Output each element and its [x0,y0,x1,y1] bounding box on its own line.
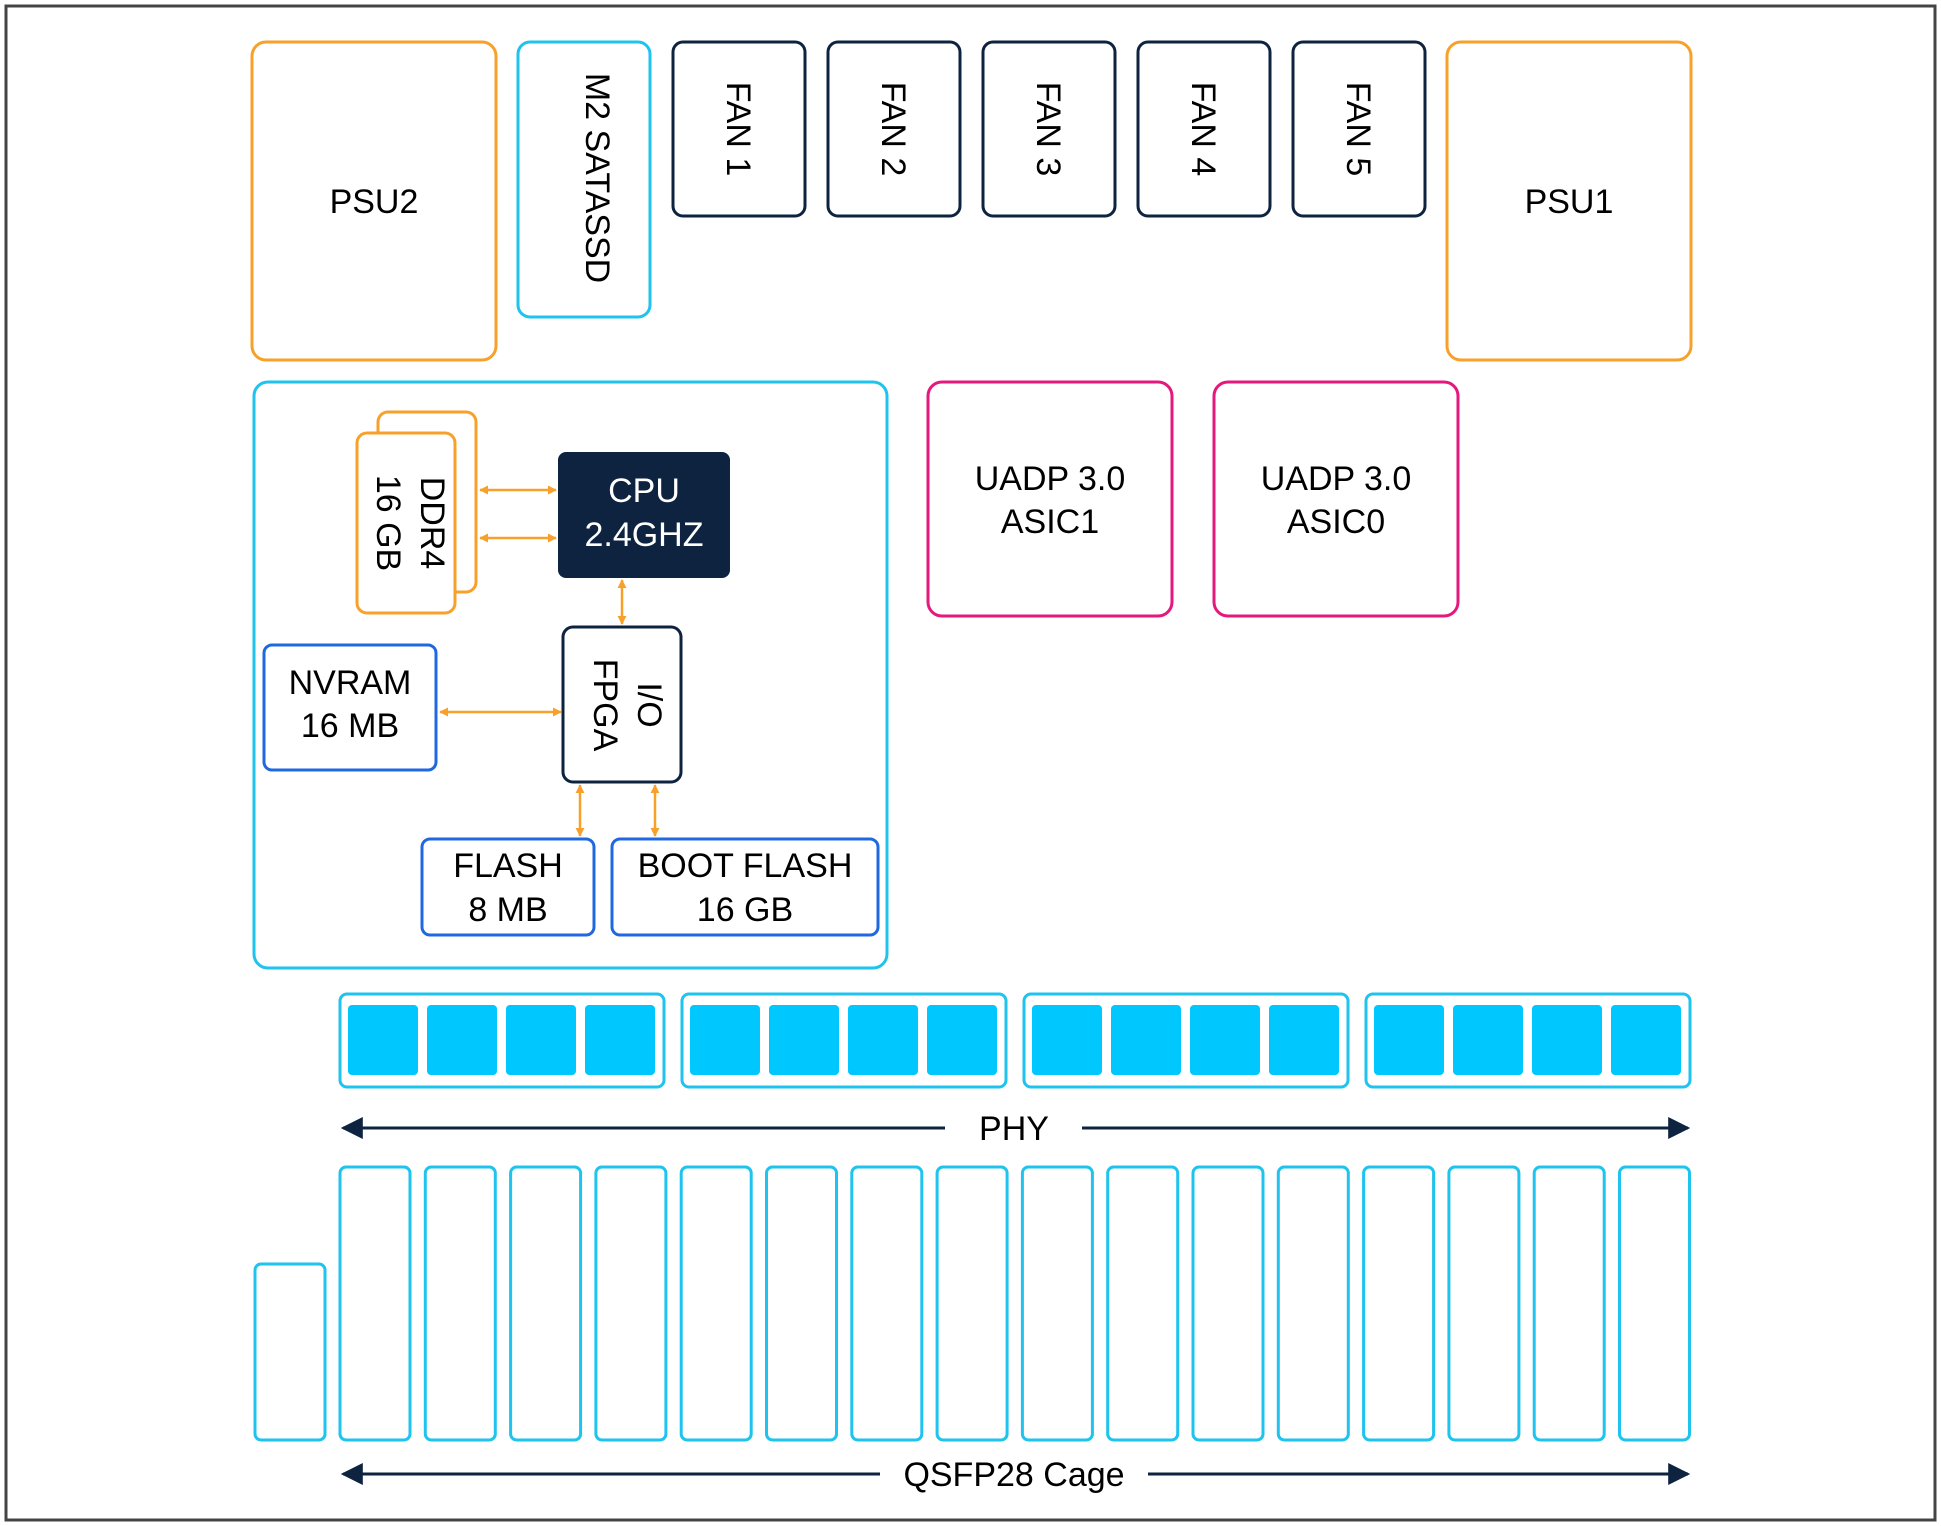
flash-label: FLASH [453,847,563,885]
io-fpga-box: I/O FPGA [561,625,683,784]
psu2-label: PSU2 [330,183,419,221]
phy-port [690,1005,760,1075]
qsfp-port [850,1165,924,1442]
qsfp-port [423,1165,497,1442]
ddr4-size-label: 16 GB [369,475,407,571]
fan-3-label: FAN 3 [1029,82,1067,176]
m2-ssd-box: M2 SATASSD [516,40,652,319]
ddr4-memory: DDR4 16 GB [355,410,478,615]
flash-box: FLASH 8 MB [420,837,596,937]
phy-port [1190,1005,1260,1075]
qsfp-port [1191,1165,1265,1442]
outer-frame [4,4,1937,1522]
qsfp-port [765,1165,838,1442]
qsfp-port [679,1165,753,1442]
qsfp-port [338,1165,412,1442]
fan-5-label: FAN 5 [1339,82,1377,176]
psu1-box: PSU1 [1445,40,1693,362]
phy-port [848,1005,918,1075]
fan-2-box: FAN 2 [826,40,962,218]
phy-group-4 [1364,992,1692,1089]
phy-port [1532,1005,1602,1075]
qsfp-port [935,1165,1009,1442]
phy-port [506,1005,576,1075]
cpu-box: CPU 2.4GHZ [558,452,730,578]
qsfp-port [1362,1165,1436,1442]
phy-port [927,1005,997,1075]
qsfp-port [594,1165,668,1442]
phy-port [585,1005,655,1075]
phy-group-1 [338,992,666,1089]
qsfp-span: QSFP28 Cage [340,1456,1691,1494]
qsfp-port [1618,1165,1691,1442]
qsfp-port [1276,1165,1350,1442]
psu2-box: PSU2 [250,40,498,362]
qsfp-port-small [253,1262,327,1442]
qsfp-port [1447,1165,1521,1442]
fpga-label: FPGA [586,659,624,752]
m2-ssd-label: M2 SATASSD [578,73,616,283]
nvram-size-label: 16 MB [301,707,399,745]
asic0-model-label: UADP 3.0 [1261,460,1412,498]
asic0-box: UADP 3.0 ASIC0 [1212,380,1460,618]
qsfp-port [509,1165,583,1442]
phy-port [1374,1005,1444,1075]
phy-port [1111,1005,1181,1075]
boot-flash-size-label: 16 GB [697,891,793,929]
phy-port [1032,1005,1102,1075]
qsfp-port [1532,1165,1606,1442]
phy-port [427,1005,497,1075]
ddr4-label: DDR4 [413,477,451,570]
qsfp-label: QSFP28 Cage [903,1456,1124,1494]
boot-flash-label: BOOT FLASH [638,847,853,885]
cpu-module: DDR4 16 GB CPU 2.4GHZ I/O FPGA NVRAM 16 … [252,380,889,970]
asic1-name-label: ASIC1 [1001,503,1099,541]
phy-span: PHY [340,1110,1691,1148]
fan-4-label: FAN 4 [1184,82,1222,176]
phy-group-3 [1022,992,1350,1089]
boot-flash-box: BOOT FLASH 16 GB [610,837,880,937]
phy-port [1453,1005,1523,1075]
nvram-box: NVRAM 16 MB [262,643,438,772]
cpu-label: CPU [608,472,680,510]
flash-size-label: 8 MB [468,891,547,929]
psu1-label: PSU1 [1525,183,1614,221]
fan-1-label: FAN 1 [719,82,757,176]
phy-port [1611,1005,1681,1075]
phy-port [348,1005,418,1075]
phy-group-2 [680,992,1008,1089]
phy-label: PHY [979,1110,1049,1148]
fan-4-box: FAN 4 [1136,40,1272,218]
cpu-speed-label: 2.4GHZ [584,516,703,554]
io-label: I/O [630,682,668,727]
fan-5-box: FAN 5 [1291,40,1427,218]
asic1-box: UADP 3.0 ASIC1 [926,380,1174,618]
qsfp-port [1020,1165,1094,1442]
asic0-name-label: ASIC0 [1287,503,1385,541]
fan-3-box: FAN 3 [981,40,1117,218]
fan-2-label: FAN 2 [874,82,912,176]
phy-port [769,1005,839,1075]
nvram-label: NVRAM [289,664,412,702]
qsfp28-cage [253,1165,1691,1442]
phy-port [1269,1005,1339,1075]
asic1-model-label: UADP 3.0 [975,460,1126,498]
fan-1-box: FAN 1 [671,40,807,218]
qsfp-port [1106,1165,1180,1442]
